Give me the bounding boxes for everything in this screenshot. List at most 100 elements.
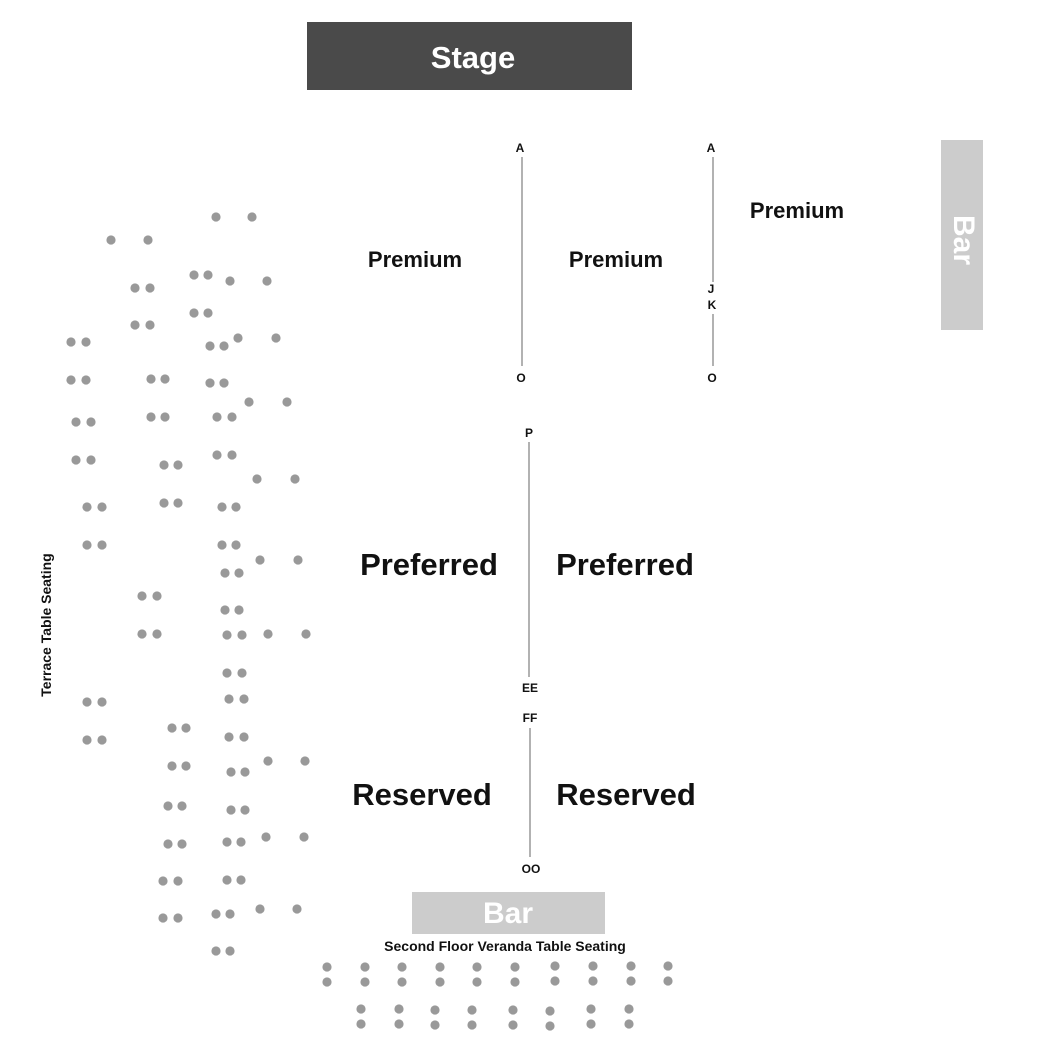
seat-dot[interactable] bbox=[212, 412, 222, 422]
seat-dot[interactable] bbox=[224, 732, 234, 742]
seat-dot[interactable] bbox=[231, 502, 241, 512]
seat-dot[interactable] bbox=[263, 756, 273, 766]
seat-dot[interactable] bbox=[212, 450, 222, 460]
seat-dot[interactable] bbox=[158, 913, 168, 923]
seat-dot[interactable] bbox=[225, 946, 235, 956]
seat-dot[interactable] bbox=[322, 962, 332, 972]
seat-dot[interactable] bbox=[244, 397, 254, 407]
seat-dot[interactable] bbox=[152, 591, 162, 601]
bar-right[interactable]: Bar bbox=[941, 140, 983, 330]
seat-dot[interactable] bbox=[261, 832, 271, 842]
seat-dot[interactable] bbox=[82, 502, 92, 512]
seat-dot[interactable] bbox=[97, 540, 107, 550]
seat-dot[interactable] bbox=[225, 909, 235, 919]
seat-dot[interactable] bbox=[163, 839, 173, 849]
seat-dot[interactable] bbox=[71, 417, 81, 427]
seat-dot[interactable] bbox=[173, 498, 183, 508]
seat-dot[interactable] bbox=[160, 412, 170, 422]
seat-dot[interactable] bbox=[545, 1006, 555, 1016]
seat-dot[interactable] bbox=[271, 333, 281, 343]
seat-dot[interactable] bbox=[626, 976, 636, 986]
seat-dot[interactable] bbox=[293, 555, 303, 565]
seat-dot[interactable] bbox=[240, 805, 250, 815]
seat-dot[interactable] bbox=[146, 412, 156, 422]
seat-dot[interactable] bbox=[290, 474, 300, 484]
seat-dot[interactable] bbox=[663, 961, 673, 971]
seat-dot[interactable] bbox=[158, 876, 168, 886]
seat-dot[interactable] bbox=[397, 977, 407, 987]
seat-dot[interactable] bbox=[86, 455, 96, 465]
seat-dot[interactable] bbox=[145, 320, 155, 330]
seat-dot[interactable] bbox=[356, 1004, 366, 1014]
seat-dot[interactable] bbox=[510, 977, 520, 987]
seat-dot[interactable] bbox=[226, 767, 236, 777]
seat-dot[interactable] bbox=[203, 308, 213, 318]
seat-dot[interactable] bbox=[262, 276, 272, 286]
seat-dot[interactable] bbox=[82, 697, 92, 707]
seat-dot[interactable] bbox=[211, 909, 221, 919]
seat-dot[interactable] bbox=[181, 761, 191, 771]
seat-dot[interactable] bbox=[626, 961, 636, 971]
seat-dot[interactable] bbox=[173, 913, 183, 923]
seat-dot[interactable] bbox=[263, 629, 273, 639]
section-premium-center[interactable]: Premium bbox=[569, 247, 663, 272]
seat-dot[interactable] bbox=[510, 962, 520, 972]
seat-dot[interactable] bbox=[66, 375, 76, 385]
seat-dot[interactable] bbox=[237, 630, 247, 640]
seat-dot[interactable] bbox=[205, 378, 215, 388]
seat-dot[interactable] bbox=[205, 341, 215, 351]
seat-dot[interactable] bbox=[586, 1019, 596, 1029]
seat-dot[interactable] bbox=[159, 460, 169, 470]
section-premium-left[interactable]: Premium bbox=[368, 247, 462, 272]
seat-dot[interactable] bbox=[167, 761, 177, 771]
seat-dot[interactable] bbox=[467, 1020, 477, 1030]
seat-dot[interactable] bbox=[146, 374, 156, 384]
seat-dot[interactable] bbox=[130, 320, 140, 330]
seat-dot[interactable] bbox=[181, 723, 191, 733]
seat-dot[interactable] bbox=[550, 961, 560, 971]
seat-dot[interactable] bbox=[97, 697, 107, 707]
seat-dot[interactable] bbox=[233, 333, 243, 343]
seat-dot[interactable] bbox=[252, 474, 262, 484]
seat-dot[interactable] bbox=[203, 270, 213, 280]
seat-dot[interactable] bbox=[299, 832, 309, 842]
seat-dot[interactable] bbox=[163, 801, 173, 811]
seat-dot[interactable] bbox=[472, 977, 482, 987]
seat-dot[interactable] bbox=[236, 837, 246, 847]
seat-dot[interactable] bbox=[356, 1019, 366, 1029]
seat-dot[interactable] bbox=[234, 605, 244, 615]
seat-dot[interactable] bbox=[167, 723, 177, 733]
seat-dot[interactable] bbox=[435, 962, 445, 972]
section-reserved-left[interactable]: Reserved bbox=[352, 777, 492, 812]
seat-dot[interactable] bbox=[430, 1005, 440, 1015]
seat-dot[interactable] bbox=[430, 1020, 440, 1030]
section-preferred-left[interactable]: Preferred bbox=[360, 547, 498, 582]
seat-dot[interactable] bbox=[130, 283, 140, 293]
seat-dot[interactable] bbox=[137, 629, 147, 639]
seat-dot[interactable] bbox=[550, 976, 560, 986]
seat-dot[interactable] bbox=[545, 1021, 555, 1031]
seat-dot[interactable] bbox=[66, 337, 76, 347]
seat-dot[interactable] bbox=[397, 962, 407, 972]
seat-dot[interactable] bbox=[586, 1004, 596, 1014]
seat-dot[interactable] bbox=[222, 875, 232, 885]
seat-dot[interactable] bbox=[222, 630, 232, 640]
seat-dot[interactable] bbox=[159, 498, 169, 508]
section-preferred-right[interactable]: Preferred bbox=[556, 547, 694, 582]
seat-dot[interactable] bbox=[360, 962, 370, 972]
seat-dot[interactable] bbox=[588, 961, 598, 971]
seat-dot[interactable] bbox=[225, 276, 235, 286]
seat-dots[interactable] bbox=[66, 212, 673, 1031]
seat-dot[interactable] bbox=[173, 460, 183, 470]
seat-dot[interactable] bbox=[189, 270, 199, 280]
section-premium-right[interactable]: Premium bbox=[750, 198, 844, 223]
seat-dot[interactable] bbox=[663, 976, 673, 986]
seat-dot[interactable] bbox=[624, 1004, 634, 1014]
bar-bottom[interactable]: Bar bbox=[412, 892, 605, 934]
seat-dot[interactable] bbox=[160, 374, 170, 384]
seat-dot[interactable] bbox=[472, 962, 482, 972]
seat-dot[interactable] bbox=[237, 668, 247, 678]
seat-dot[interactable] bbox=[467, 1005, 477, 1015]
seat-dot[interactable] bbox=[255, 904, 265, 914]
seat-dot[interactable] bbox=[173, 876, 183, 886]
